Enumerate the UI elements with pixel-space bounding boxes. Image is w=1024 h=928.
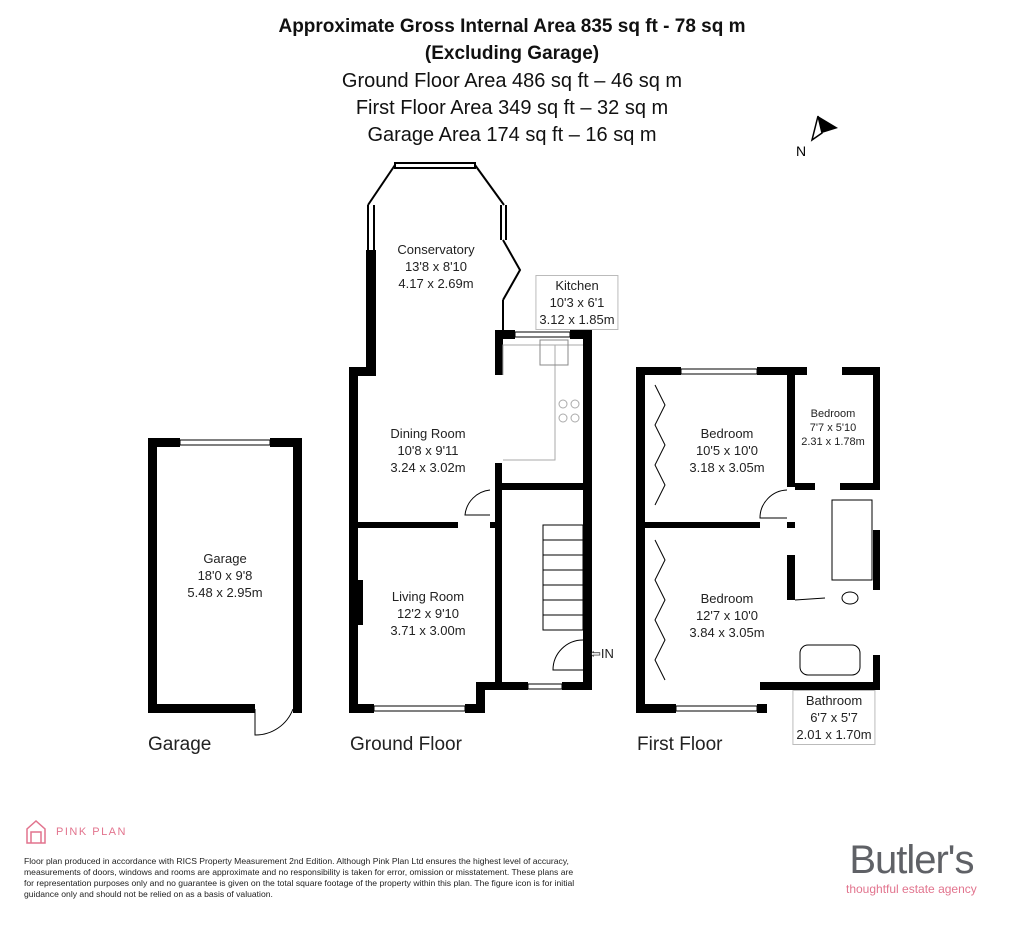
kitchen-units: [502, 339, 583, 461]
garage-walls: [148, 438, 302, 713]
agent-logo: Butler's thoughtful estate agency: [846, 838, 977, 896]
room-metric: 5.48 x 2.95m: [187, 585, 263, 600]
garage-area: Garage Area 174 sq ft – 16 sq m: [367, 124, 657, 146]
subtitle: (Excluding Garage): [424, 43, 600, 64]
room-dining: Dining Room 10'8 x 9'11 3.24 x 3.02m: [390, 425, 465, 476]
pink-plan-logo: PINK PLAN: [24, 819, 127, 845]
agent-tagline: thoughtful estate agency: [846, 882, 977, 896]
brand-name: PINK PLAN: [56, 826, 127, 838]
ground-floor-walls: [349, 250, 592, 713]
compass-label: N: [796, 143, 807, 159]
first-floor-area: First Floor Area 349 sq ft – 32 sq m: [355, 97, 669, 119]
house-logo-icon: [26, 819, 46, 844]
floor-label-first: First Floor: [637, 734, 723, 755]
room-name: Bathroom: [805, 693, 863, 708]
room-living: Living Room 12'2 x 9'10 3.71 x 3.00m: [390, 588, 465, 639]
room-name: Living Room: [391, 589, 465, 604]
room-imperial: 6'7 x 5'7: [810, 710, 858, 725]
room-bedroom-2: Bedroom 7'7 x 5'10 2.31 x 1.78m: [801, 407, 865, 449]
room-imperial: 10'3 x 6'1: [549, 295, 605, 310]
room-metric: 3.12 x 1.85m: [539, 312, 615, 327]
ground-floor-area: Ground Floor Area 486 sq ft – 46 sq m: [341, 70, 683, 92]
room-metric: 3.84 x 3.05m: [689, 625, 765, 640]
room-imperial: 13'8 x 8'10: [404, 259, 468, 274]
room-imperial: 10'5 x 10'0: [695, 443, 759, 458]
window: [675, 705, 758, 712]
room-bathroom: Bathroom 6'7 x 5'7 2.01 x 1.70m: [792, 690, 876, 745]
agent-name: Butler's: [849, 838, 974, 882]
conservatory-bay: [367, 162, 522, 330]
first-floor-fittings: [654, 384, 873, 681]
window: [527, 683, 563, 690]
entrance-text: IN: [600, 646, 614, 661]
window: [514, 331, 571, 338]
room-metric: 2.01 x 1.70m: [796, 727, 872, 742]
room-name: Dining Room: [390, 426, 466, 441]
front-door[interactable]: [552, 639, 584, 671]
room-name: Kitchen: [555, 278, 599, 293]
room-conservatory: Conservatory 13'8 x 8'10 4.17 x 2.69m: [397, 241, 474, 292]
room-kitchen: Kitchen 10'3 x 6'1 3.12 x 1.85m: [535, 275, 619, 330]
room-imperial: 12'7 x 10'0: [695, 608, 759, 623]
room-imperial: 10'8 x 9'11: [397, 443, 459, 458]
title: Approximate Gross Internal Area 835 sq f…: [278, 16, 746, 37]
room-bedroom-3: Bedroom 12'7 x 10'0 3.84 x 3.05m: [689, 590, 764, 641]
garage-door: [254, 708, 294, 736]
disclaimer: Floor plan produced in accordance with R…: [24, 856, 575, 899]
room-imperial: 18'0 x 9'8: [197, 568, 253, 583]
window: [680, 368, 758, 375]
room-bedroom-1: Bedroom 10'5 x 10'0 3.18 x 3.05m: [689, 425, 764, 476]
compass-icon: [810, 115, 838, 142]
room-metric: 3.18 x 3.05m: [689, 460, 765, 475]
room-name: Bedroom: [700, 426, 754, 441]
floor-label-garage: Garage: [148, 734, 212, 755]
window: [373, 705, 466, 712]
door: [464, 489, 491, 516]
room-metric: 3.71 x 3.00m: [390, 623, 466, 638]
room-name: Conservatory: [397, 242, 475, 257]
room-name: Bedroom: [810, 408, 856, 420]
room-name: Garage: [203, 551, 247, 566]
room-imperial: 7'7 x 5'10: [809, 422, 857, 434]
stairs: [542, 524, 584, 631]
room-name: Bedroom: [700, 591, 754, 606]
window: [179, 439, 271, 446]
entrance-label: ⇦IN: [590, 646, 614, 661]
room-metric: 2.31 x 1.78m: [801, 436, 865, 448]
room-garage: Garage 18'0 x 9'8 5.48 x 2.95m: [187, 550, 262, 601]
first-floor-walls: [636, 367, 880, 713]
room-metric: 3.24 x 3.02m: [390, 460, 466, 475]
room-imperial: 12'2 x 9'10: [396, 606, 460, 621]
room-metric: 4.17 x 2.69m: [398, 276, 474, 291]
floor-label-ground: Ground Floor: [350, 734, 462, 755]
